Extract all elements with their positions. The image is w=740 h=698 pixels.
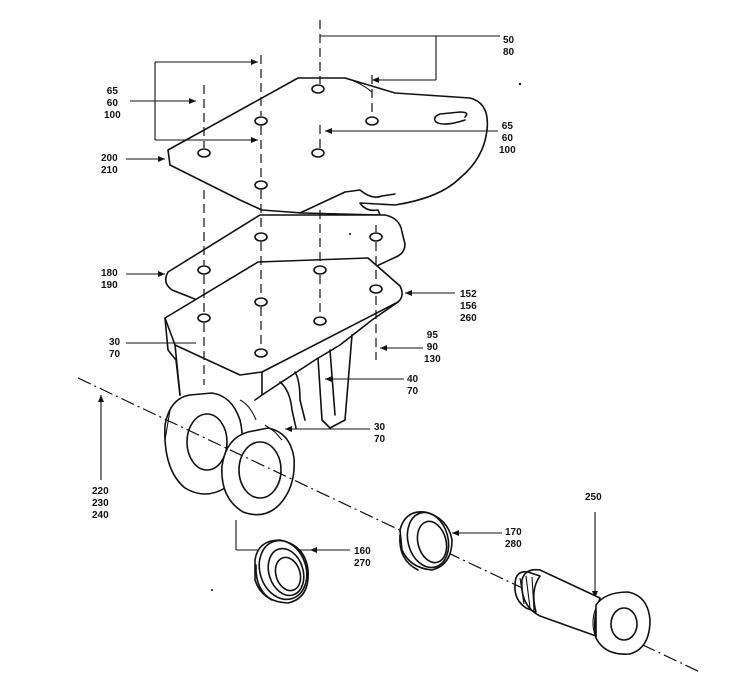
bushing-160 <box>254 539 309 604</box>
callout-170-280: 170 280 <box>505 527 522 551</box>
callout-152-156-260: 152 156 260 <box>460 289 477 325</box>
callout-250: 250 <box>585 492 602 504</box>
callout-text: 240 <box>92 510 109 521</box>
callout-95-90-130: 95 90 130 <box>424 330 441 366</box>
callout-text: 70 <box>109 349 121 360</box>
callout-50-80: 50 80 <box>503 35 514 59</box>
callout-text: 220 <box>92 486 109 497</box>
bracket-holes <box>197 313 327 358</box>
callout-40-70: 40 70 <box>407 374 418 398</box>
sleeve-170 <box>399 511 453 571</box>
callout-text: 180 <box>101 268 118 279</box>
callout-text: 200 <box>101 153 118 164</box>
callout-text: 90 <box>426 342 438 353</box>
callout-text: 70 <box>374 434 386 445</box>
callout-65-60-100-right: 65 60 100 <box>499 121 516 157</box>
callout-text: 70 <box>407 386 419 397</box>
callout-text: 260 <box>460 313 477 324</box>
callout-text: 40 <box>407 374 419 385</box>
clevis-bracket <box>164 257 403 516</box>
callout-text: 280 <box>505 539 522 550</box>
top-plate-holes <box>197 84 379 190</box>
callout-65-60-100-left: 65 60 100 <box>104 86 121 122</box>
callout-text: 60 <box>106 98 118 109</box>
callout-text: 130 <box>424 354 441 365</box>
callout-text: 30 <box>109 337 121 348</box>
callout-text: 190 <box>101 280 118 291</box>
callout-220-230-240: 220 230 240 <box>92 486 109 522</box>
callout-160-270: 160 270 <box>354 546 371 570</box>
callout-text: 60 <box>501 133 513 144</box>
callout-text: 152 <box>460 289 477 300</box>
callout-30-70-lower: 30 70 <box>374 422 385 446</box>
callout-30-70-top: 30 70 <box>109 337 120 361</box>
callout-text: 30 <box>374 422 386 433</box>
callout-text: 65 <box>106 86 118 97</box>
callout-text: 170 <box>505 527 522 538</box>
callout-text: 95 <box>426 330 438 341</box>
leader-lines <box>98 35 598 598</box>
callout-text: 50 <box>503 35 515 46</box>
shim-plate-holes <box>197 232 383 307</box>
callout-text: 270 <box>354 558 371 569</box>
bolt-axis-lines <box>77 20 701 673</box>
callout-text: 156 <box>460 301 477 312</box>
callout-text: 100 <box>104 110 121 121</box>
callout-text: 65 <box>501 121 513 132</box>
top-plate <box>167 77 489 216</box>
callout-text: 250 <box>585 492 602 503</box>
callout-text: 100 <box>499 145 516 156</box>
callout-text: 160 <box>354 546 371 557</box>
callout-text: 210 <box>101 165 118 176</box>
callout-200-210: 200 210 <box>101 153 118 177</box>
pin-250 <box>514 568 651 655</box>
callout-text: 80 <box>503 47 515 58</box>
callout-180-190: 180 190 <box>101 268 118 292</box>
callout-text: 230 <box>92 498 109 509</box>
